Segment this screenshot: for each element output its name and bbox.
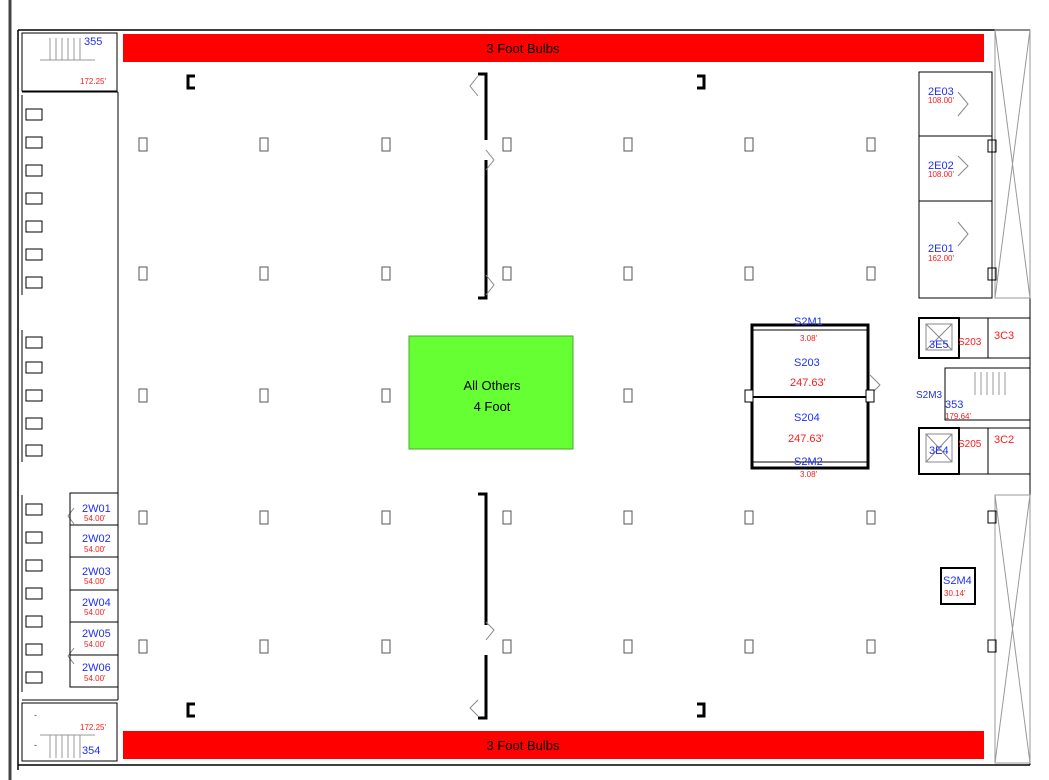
room-code-2E03: 2E03 xyxy=(928,86,954,98)
room-size-S203: 247.63' xyxy=(790,377,826,389)
svg-text:-: - xyxy=(34,740,37,750)
room-size-2W04: 54.00' xyxy=(84,608,106,617)
room-code-354: 354 xyxy=(82,745,100,757)
room-size-355: 172.25' xyxy=(80,77,106,86)
top-bulb-bar: 3 Foot Bulbs xyxy=(123,34,984,62)
bottom-bulb-bar: 3 Foot Bulbs xyxy=(123,731,984,759)
svg-text:-: - xyxy=(34,710,37,720)
center-legend-line1: All Others xyxy=(463,378,521,393)
room-size-S2M4: 30.14' xyxy=(944,589,966,598)
room-code-2W06: 2W06 xyxy=(82,662,111,674)
room-size-S2M2: 3.08' xyxy=(800,470,818,479)
room-size-2E02: 108.00' xyxy=(928,170,954,179)
elevator-shafts xyxy=(987,29,1031,764)
east-core: 3E5 3E4 S203 S205 3C3 3C2 353 179.64' S2… xyxy=(916,317,1031,475)
top-bulb-bar-fill xyxy=(123,34,984,62)
s203-s204-block: S2M1 3.08' S203 247.63' S204 247.63' S2M… xyxy=(744,316,875,479)
room-code-2W02: 2W02 xyxy=(82,533,111,545)
room-code-353: 353 xyxy=(945,399,963,411)
room-size-2W02: 54.00' xyxy=(84,545,106,554)
center-legend-fill xyxy=(408,335,574,450)
room-code-S2M2: S2M2 xyxy=(794,456,823,468)
room-size-353: 179.64' xyxy=(945,412,971,421)
room-size-2E01: 162.00' xyxy=(928,254,954,263)
center-legend-box: All Others 4 Foot xyxy=(408,335,574,450)
left-wall-units xyxy=(21,95,43,692)
east-offices: 2E03 108.00' 2E02 108.00' 2E01 162.00' xyxy=(918,71,993,299)
light-fixtures xyxy=(138,137,876,654)
bottom-bulb-bar-fill xyxy=(123,731,984,759)
room-size-2E03: 108.00' xyxy=(928,96,954,105)
room-size-2W05: 54.00' xyxy=(84,640,106,649)
room-code-S204: S204 xyxy=(794,412,820,424)
room-code-3E4: 3E4 xyxy=(929,445,949,457)
s2m4-room: S2M4 30.14' xyxy=(940,567,976,605)
room-code-3C2: 3C2 xyxy=(994,434,1014,446)
room-code-2W01: 2W01 xyxy=(82,503,111,515)
stair-355: 355 172.25' xyxy=(21,32,118,92)
room-size-354: 172.25' xyxy=(80,723,106,732)
stair-354: - - 172.25' 354 xyxy=(21,702,118,762)
room-code-355: 355 xyxy=(84,36,102,48)
room-code-S2M4: S2M4 xyxy=(943,575,972,587)
room-code-S205-small: S205 xyxy=(958,439,982,450)
top-bulb-bar-label: 3 Foot Bulbs xyxy=(487,41,560,56)
room-code-S2M1: S2M1 xyxy=(794,316,823,328)
room-code-3E5: 3E5 xyxy=(929,339,949,351)
room-code-S203-small: S203 xyxy=(958,337,982,348)
west-offices: 2W01 54.00' 2W02 54.00' 2W03 54.00' 2W04… xyxy=(69,492,119,688)
room-code-S2M3: S2M3 xyxy=(916,390,943,401)
room-code-3C3: 3C3 xyxy=(994,330,1014,342)
room-size-2W01: 54.00' xyxy=(84,514,106,523)
room-code-S203: S203 xyxy=(794,357,820,369)
room-code-2W04: 2W04 xyxy=(82,597,111,609)
room-code-2W03: 2W03 xyxy=(82,566,111,578)
door-swings xyxy=(67,75,969,717)
room-code-2E02: 2E02 xyxy=(928,160,954,172)
room-size-S204: 247.63' xyxy=(788,433,824,445)
bottom-bulb-bar-label: 3 Foot Bulbs xyxy=(487,738,560,753)
center-legend-line2: 4 Foot xyxy=(474,399,511,414)
room-code-2E01: 2E01 xyxy=(928,243,954,255)
room-code-2W05: 2W05 xyxy=(82,628,111,640)
room-size-2W06: 54.00' xyxy=(84,674,106,683)
central-partitions xyxy=(478,72,488,720)
corner-brackets xyxy=(186,74,706,718)
room-size-S2M1: 3.08' xyxy=(800,334,818,343)
room-size-2W03: 54.00' xyxy=(84,577,106,586)
